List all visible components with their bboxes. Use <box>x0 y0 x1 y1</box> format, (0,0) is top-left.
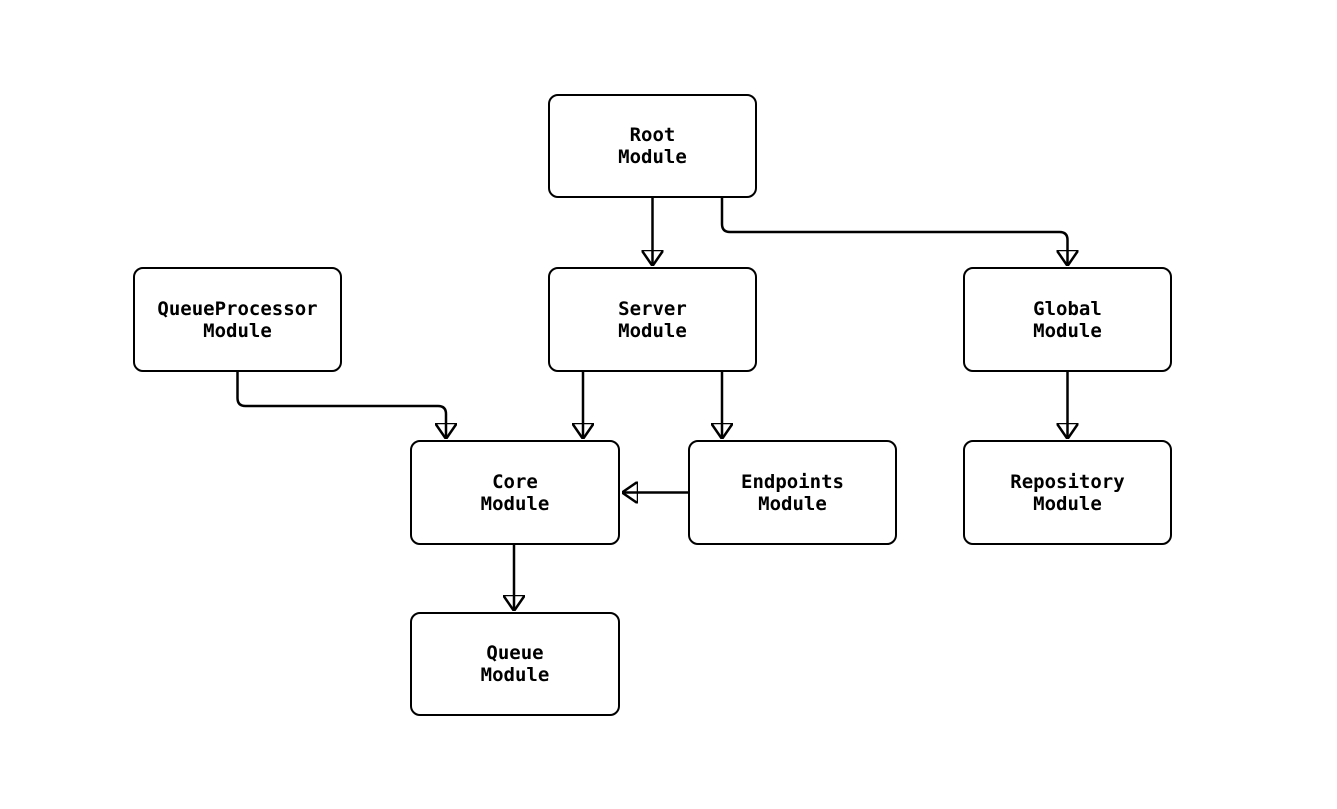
node-label-line1: Root <box>629 124 676 146</box>
node-label: Queue Module <box>481 642 550 686</box>
node-label-line1: Core <box>492 470 538 493</box>
edge-root-to-global <box>720 198 1068 266</box>
node-label-line1: Global <box>1033 297 1102 320</box>
node-label: QueueProcessor Module <box>157 298 317 342</box>
node-label: Repository Module <box>1010 471 1124 515</box>
node-label: Global Module <box>1033 298 1102 342</box>
node-label-line1: Server <box>618 297 687 320</box>
node-queue-module: Queue Module <box>410 612 620 716</box>
edge-queueprocessor-to-core <box>236 372 447 439</box>
node-label: Root Module <box>618 124 687 168</box>
node-label-line1: Endpoints <box>741 470 844 493</box>
node-core-module: Core Module <box>410 440 620 545</box>
node-global-module: Global Module <box>963 267 1172 372</box>
node-endpoints-module: Endpoints Module <box>688 440 897 545</box>
node-label: Server Module <box>618 298 687 342</box>
node-repository-module: Repository Module <box>963 440 1172 545</box>
node-label: Endpoints Module <box>741 471 844 515</box>
node-label-line2: Module <box>1033 319 1102 342</box>
node-queueprocessor-module: QueueProcessor Module <box>133 267 342 372</box>
node-label-line1: QueueProcessor <box>157 297 318 320</box>
node-label-line2: Module <box>480 664 550 686</box>
node-label-line1: Repository <box>1010 470 1125 493</box>
node-label-line2: Module <box>758 492 827 515</box>
node-label-line1: Queue <box>486 642 544 664</box>
node-label-line2: Module <box>618 146 687 168</box>
node-root-module: Root Module <box>548 94 757 198</box>
node-label: Core Module <box>481 471 550 515</box>
node-label-line2: Module <box>480 492 550 515</box>
node-label-line2: Module <box>203 319 272 342</box>
node-label-line2: Module <box>618 319 687 342</box>
node-label-line2: Module <box>1033 492 1102 515</box>
node-server-module: Server Module <box>548 267 757 372</box>
